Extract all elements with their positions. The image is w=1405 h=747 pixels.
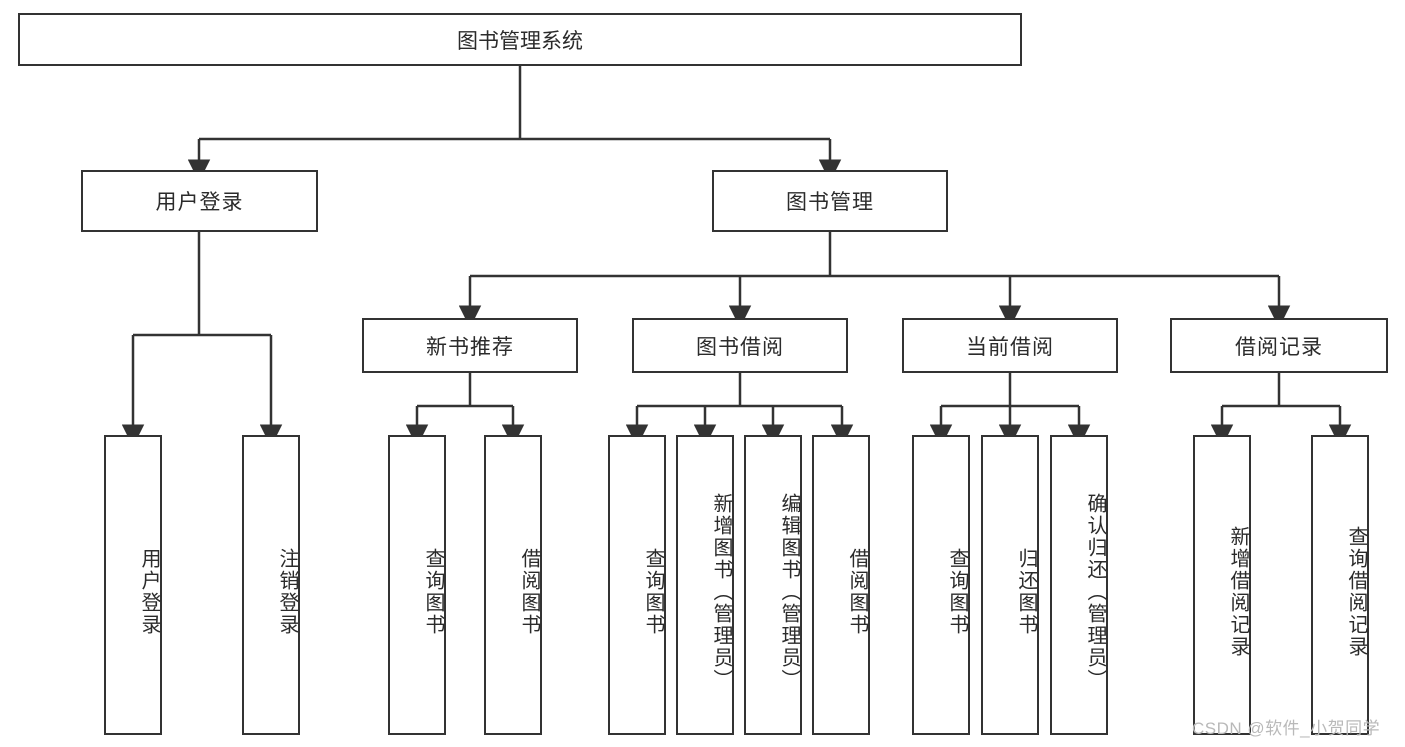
- leaf-label: 用户登录: [138, 548, 160, 636]
- leaf-label: 借阅图书: [846, 548, 868, 636]
- leaf-book-borrow-edit-book-admin[interactable]: 编辑图书（管理员）: [744, 435, 802, 735]
- leaf-borrow-record-query-record[interactable]: 查询借阅记录: [1311, 435, 1369, 735]
- leaf-label: 注销登录: [276, 548, 298, 636]
- node-book-management[interactable]: 图书管理: [712, 170, 948, 232]
- leaf-label: 查询图书: [946, 548, 968, 636]
- leaf-current-borrow-confirm-return-admin[interactable]: 确认归还（管理员）: [1050, 435, 1108, 735]
- leaf-borrow-record-add-record[interactable]: 新增借阅记录: [1193, 435, 1251, 735]
- node-root-system[interactable]: 图书管理系统: [18, 13, 1022, 66]
- leaf-label: 确认归还（管理员）: [1084, 493, 1106, 691]
- leaf-label: 查询图书: [422, 548, 444, 636]
- node-new-book-recommend[interactable]: 新书推荐: [362, 318, 578, 373]
- leaf-current-borrow-query-book[interactable]: 查询图书: [912, 435, 970, 735]
- node-book-borrow[interactable]: 图书借阅: [632, 318, 848, 373]
- leaf-label: 新增图书（管理员）: [710, 493, 732, 691]
- csdn-watermark: CSDN @软件_小贺同学: [1192, 719, 1381, 738]
- leaf-book-borrow-query-book[interactable]: 查询图书: [608, 435, 666, 735]
- leaf-current-borrow-return-book[interactable]: 归还图书: [981, 435, 1039, 735]
- leaf-label: 编辑图书（管理员）: [778, 493, 800, 691]
- leaf-label: 查询借阅记录: [1345, 526, 1367, 658]
- node-user-login[interactable]: 用户登录: [81, 170, 318, 232]
- leaf-user-login-login[interactable]: 用户登录: [104, 435, 162, 735]
- leaf-label: 新增借阅记录: [1227, 526, 1249, 658]
- leaf-label: 归还图书: [1015, 548, 1037, 636]
- leaf-book-borrow-add-book-admin[interactable]: 新增图书（管理员）: [676, 435, 734, 735]
- leaf-new-book-borrow-book[interactable]: 借阅图书: [484, 435, 542, 735]
- node-borrow-record[interactable]: 借阅记录: [1170, 318, 1388, 373]
- leaf-new-book-query-book[interactable]: 查询图书: [388, 435, 446, 735]
- leaf-label: 借阅图书: [518, 548, 540, 636]
- leaf-label: 查询图书: [642, 548, 664, 636]
- leaf-user-login-logout[interactable]: 注销登录: [242, 435, 300, 735]
- leaf-book-borrow-borrow-book[interactable]: 借阅图书: [812, 435, 870, 735]
- node-current-borrow[interactable]: 当前借阅: [902, 318, 1118, 373]
